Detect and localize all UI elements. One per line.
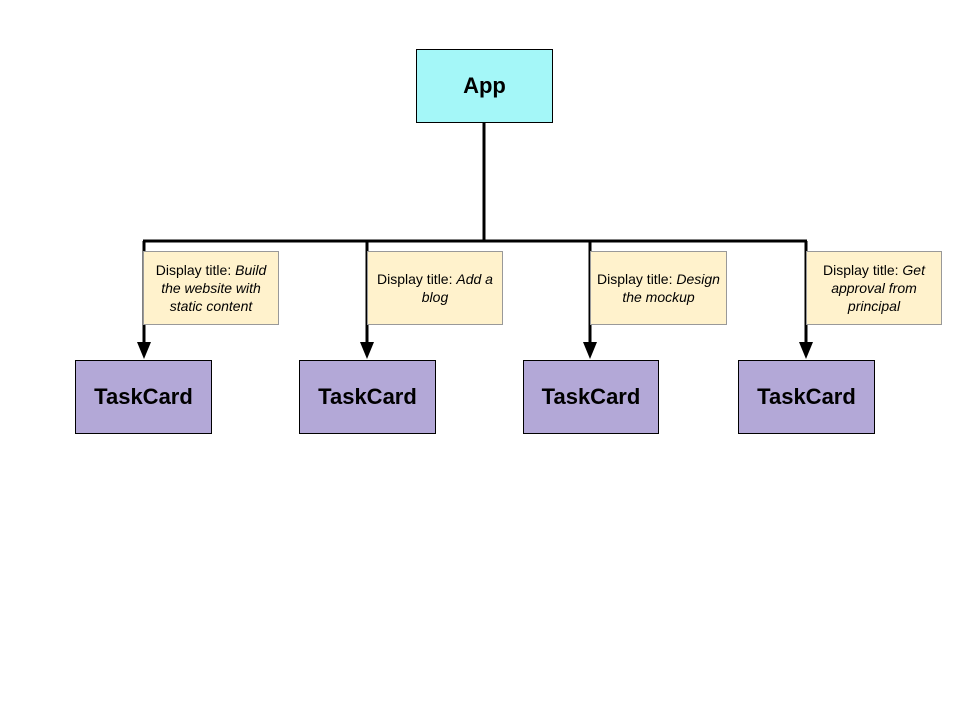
edge-label-value: Get approval from principal xyxy=(831,262,925,314)
app-node: App xyxy=(416,49,553,123)
arrowhead-4 xyxy=(799,342,813,359)
edge-label-text-4: Display title: Get approval from princip… xyxy=(813,261,935,315)
edge-label-prefix: Display title: xyxy=(823,262,903,278)
arrowhead-2 xyxy=(360,342,374,359)
edge-label-value: Add a blog xyxy=(421,271,493,305)
arrowhead-1 xyxy=(137,342,151,359)
edge-label-prefix: Display title: xyxy=(597,271,677,287)
edge-label-text-2: Display title: Add a blog xyxy=(374,270,496,306)
edge-label-4: Display title: Get approval from princip… xyxy=(806,251,942,325)
edge-label-prefix: Display title: xyxy=(155,262,236,278)
edge-label-3: Display title: Design the mockup xyxy=(590,251,727,325)
taskcard-node-1: TaskCard xyxy=(75,360,212,434)
edge-label-value: Design the mockup xyxy=(622,271,720,305)
edge-label-text-1: Display title: Build the website with st… xyxy=(150,261,272,315)
taskcard-node-4: TaskCard xyxy=(738,360,875,434)
edge-label-2: Display title: Add a blog xyxy=(367,251,503,325)
arrowhead-3 xyxy=(583,342,597,359)
taskcard-node-2: TaskCard xyxy=(299,360,436,434)
edge-label-text-3: Display title: Design the mockup xyxy=(597,270,720,306)
edge-label-value: Build the website with static content xyxy=(161,262,267,314)
edge-label-prefix: Display title: xyxy=(377,271,457,287)
edge-label-1: Display title: Build the website with st… xyxy=(143,251,279,325)
taskcard-node-3: TaskCard xyxy=(523,360,659,434)
